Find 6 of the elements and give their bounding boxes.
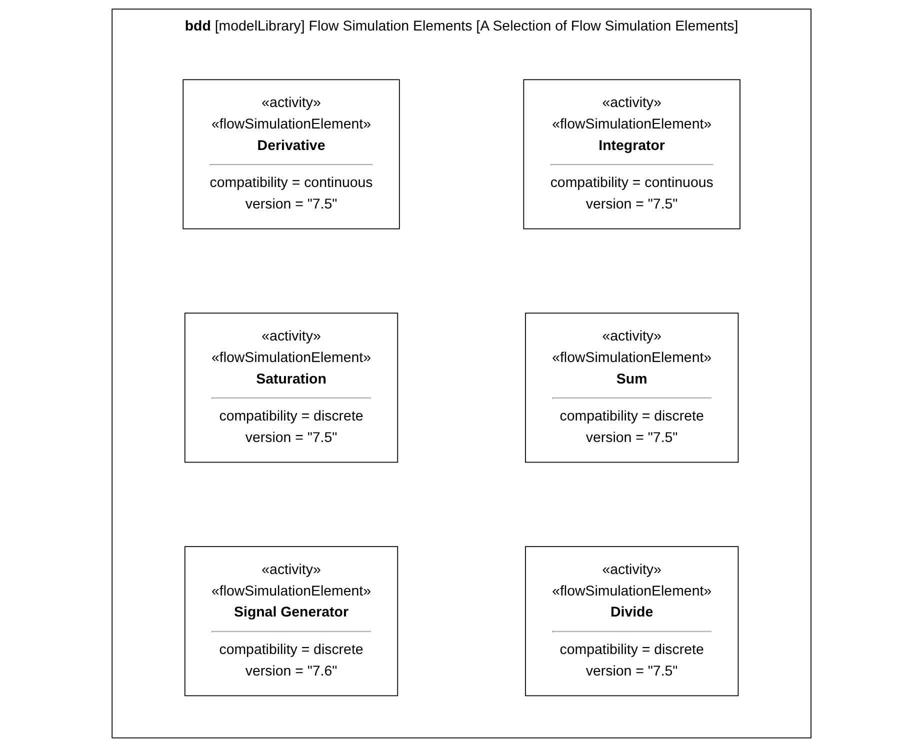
node-box: «activity» «flowSimulationElement» Divide compatibility = discrete version = "7.5" bbox=[524, 546, 739, 696]
node-box: «activity» «flowSimulationElement» Sum compatibility = discrete version = "7.5" bbox=[524, 312, 739, 463]
node-box: «activity» «flowSimulationElement» Saturation compatibility = discrete version = "7.5" bbox=[184, 312, 398, 463]
node-box: «activity» «flowSimulationElement» Derivative compatibility = continuous version = "7.5" bbox=[182, 79, 400, 230]
node-box: «activity» «flowSimulationElement» Signal Generator compatibility = discrete version = "7.6" bbox=[184, 546, 398, 696]
node-box: «activity» «flowSimulationElement» Integrator compatibility = continuous version = "7.5" bbox=[523, 79, 740, 230]
